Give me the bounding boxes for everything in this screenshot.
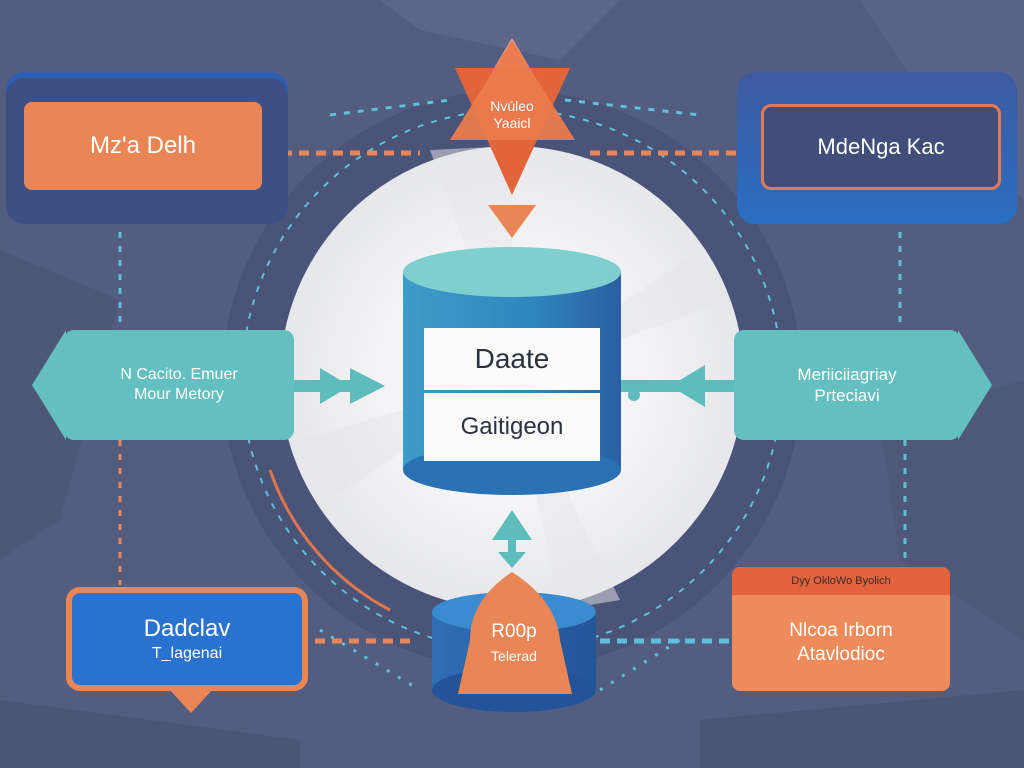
top-left-node[interactable]: Mz'a Delh [6,72,288,224]
bottom-left-pointer [169,689,213,713]
mid-left-node[interactable]: N Cacito. Emuer Mour Metory [32,330,294,440]
bottom-left-node[interactable]: Dadclav T_lagenai [66,587,308,717]
database-cylinder [403,247,621,495]
orange-arc [268,469,391,612]
center-line1: Daate [474,343,550,374]
bottom-center-line2: Telerad [491,648,537,665]
left-arrows [290,368,385,404]
top-right-label-box: MdeNga Kac [761,104,1001,190]
bottom-center-node[interactable]: R00p Telerad [462,612,566,674]
mid-right-node[interactable]: Meriiciiagriay Prteciavi [734,330,992,440]
center-line2: Gaitigeon [460,413,564,440]
mid-right-line1: Meriiciiagriay [797,364,897,384]
bottom-right-node[interactable]: Dyy OkloWo Byolich Nlcoa Irborn Atavlodi… [732,567,950,691]
top-left-label-box: Mz'a Delh [24,102,262,190]
top-star [450,38,575,238]
bottom-right-header-text: Dyy OkloWo Byolich [791,575,891,587]
bottom-right-line1: Nlcoa Irborn [789,620,893,642]
top-left-label: Mz'a Delh [90,132,196,159]
mid-right-tag-point [958,330,992,440]
mid-left-tag-point [32,330,66,440]
connectors [118,98,907,692]
right-arrow [620,365,735,407]
top-center-node[interactable]: Nvúleo Yaaicl [462,88,562,142]
bottom-right-body: Nlcoa Irborn Atavlodioc [732,595,950,691]
center-label-top: Daate [424,328,600,390]
bottom-left-line2: T_lagenai [151,645,223,662]
mid-right-body: Meriiciiagriay Prteciavi [734,330,960,440]
mid-right-line2: Prteciavi [814,386,880,405]
top-center-line2: Yaaicl [493,115,531,131]
bottom-left-line1: Dadclav [143,615,231,642]
bottom-right-line2: Atavlodioc [797,644,885,665]
center-label-bottom: Gaitigeon [424,393,600,461]
bottom-left-body: Dadclav T_lagenai [66,587,308,691]
bottom-double-arrow [492,510,532,568]
mid-left-line1: N Cacito. Emuer [120,366,238,383]
top-center-line1: Nvúleo [490,97,534,114]
bottom-cylinder [432,572,596,712]
mid-left-line2: Mour Metory [134,386,224,403]
top-right-label: MdeNga Kac [817,134,945,160]
bottom-right-header: Dyy OkloWo Byolich [732,567,950,595]
top-right-node[interactable]: MdeNga Kac [737,72,1017,224]
bottom-center-line1: R00p [491,621,537,643]
mid-left-body: N Cacito. Emuer Mour Metory [64,330,294,440]
